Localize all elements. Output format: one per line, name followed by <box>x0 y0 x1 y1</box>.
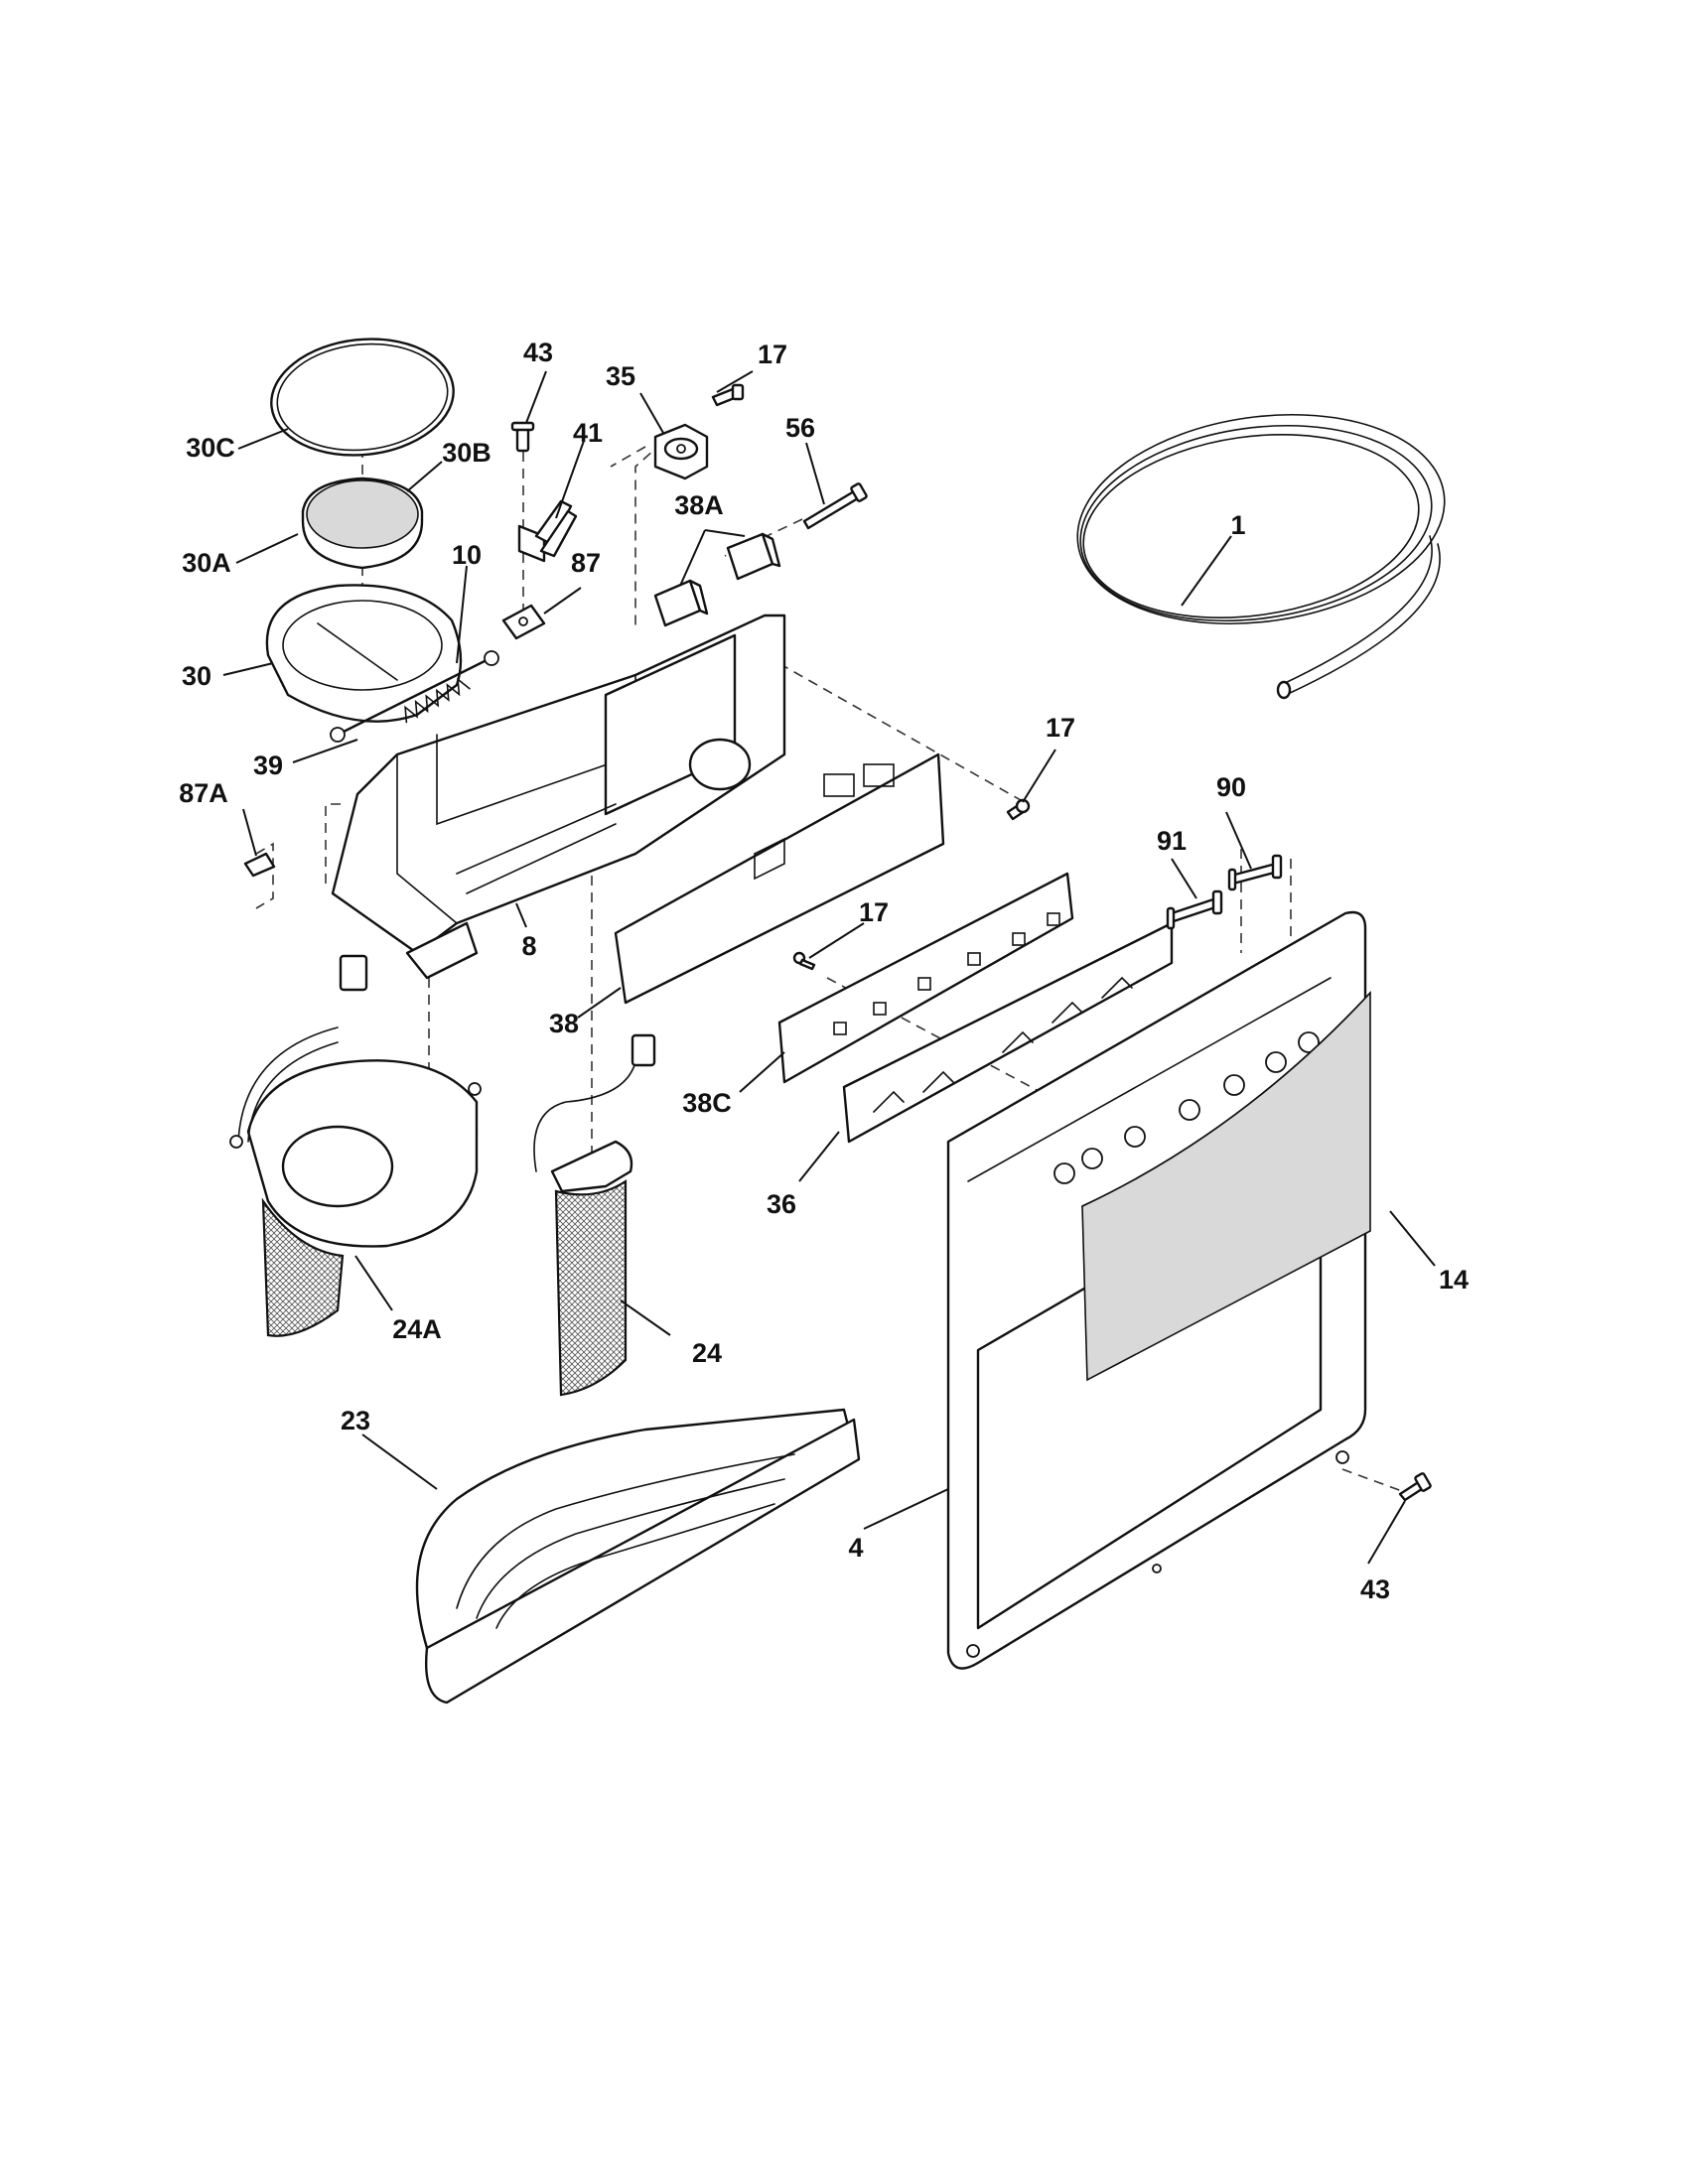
part-91-pin[interactable] <box>1166 889 1223 930</box>
callout-30c[interactable]: 30C <box>186 433 235 463</box>
callout-56[interactable]: 56 <box>785 413 815 443</box>
callout-14[interactable]: 14 <box>1439 1265 1469 1295</box>
part-87a-pad[interactable] <box>243 852 276 878</box>
part-23-drip-tray[interactable] <box>415 1408 861 1705</box>
callout-38[interactable]: 38 <box>549 1009 579 1038</box>
part-30c-gasket[interactable] <box>265 331 459 465</box>
part-43-screw-top[interactable] <box>510 421 535 453</box>
callout-30b[interactable]: 30B <box>442 438 491 468</box>
part-17-screw-top[interactable] <box>711 383 745 407</box>
part-24a-ice-chute[interactable] <box>229 954 482 1337</box>
part-87-pad[interactable] <box>501 604 546 640</box>
part-38-control-board[interactable] <box>614 752 945 1005</box>
part-24-chute[interactable] <box>533 1033 656 1397</box>
part-38c-switch-board[interactable] <box>777 872 1074 1084</box>
callout-90[interactable]: 90 <box>1216 772 1246 802</box>
callout-30a[interactable]: 30A <box>182 548 231 578</box>
part-30-lamp-housing-ring[interactable] <box>265 584 499 743</box>
callout-17-mid[interactable]: 17 <box>1046 713 1075 743</box>
part-30a-lamp-lens[interactable] <box>301 477 424 570</box>
part-14-overlay[interactable] <box>1081 990 1371 1382</box>
part-56-long-screw[interactable] <box>802 482 868 530</box>
part-17-screw-low[interactable] <box>792 951 816 971</box>
callout-43-top[interactable]: 43 <box>523 338 553 367</box>
callout-24a[interactable]: 24A <box>392 1314 442 1344</box>
callout-30[interactable]: 30 <box>182 661 211 691</box>
callout-4[interactable]: 4 <box>848 1533 863 1563</box>
callout-17-top[interactable]: 17 <box>758 340 787 369</box>
callout-36[interactable]: 36 <box>767 1189 796 1219</box>
callout-24[interactable]: 24 <box>692 1338 722 1368</box>
callout-87a[interactable]: 87A <box>179 778 228 808</box>
callout-35[interactable]: 35 <box>606 361 635 391</box>
part-35-switch[interactable] <box>653 423 709 480</box>
callout-8[interactable]: 8 <box>521 931 536 961</box>
callout-41[interactable]: 41 <box>573 418 603 448</box>
leader-lines <box>222 370 1436 1565</box>
part-1-tubing-coil[interactable] <box>1063 392 1458 700</box>
part-38a-switches[interactable] <box>653 532 781 627</box>
part-36-actuator-panel[interactable] <box>842 921 1174 1144</box>
part-10-spring[interactable] <box>400 676 471 724</box>
callout-38a[interactable]: 38A <box>674 490 724 520</box>
callout-38c[interactable]: 38C <box>682 1088 732 1118</box>
callout-43-bottom[interactable]: 43 <box>1360 1574 1390 1604</box>
callout-91[interactable]: 91 <box>1157 826 1187 856</box>
part-43-screw-bottom[interactable] <box>1398 1472 1432 1502</box>
callout-23[interactable]: 23 <box>341 1406 370 1435</box>
callout-10[interactable]: 10 <box>452 540 482 570</box>
part-8-dispenser-housing[interactable] <box>331 614 786 980</box>
callout-87[interactable]: 87 <box>571 548 601 578</box>
callout-17-low[interactable]: 17 <box>859 897 889 927</box>
part-17-screw-mid[interactable] <box>1006 798 1031 821</box>
callout-1[interactable]: 1 <box>1230 510 1245 540</box>
part-90-pin[interactable] <box>1227 854 1283 891</box>
callout-39[interactable]: 39 <box>253 751 283 780</box>
callout-labels: 43 35 17 30C 30B 41 56 30A 10 87 38A 1 3… <box>179 338 1469 1604</box>
part-41-clip[interactable] <box>517 499 578 563</box>
